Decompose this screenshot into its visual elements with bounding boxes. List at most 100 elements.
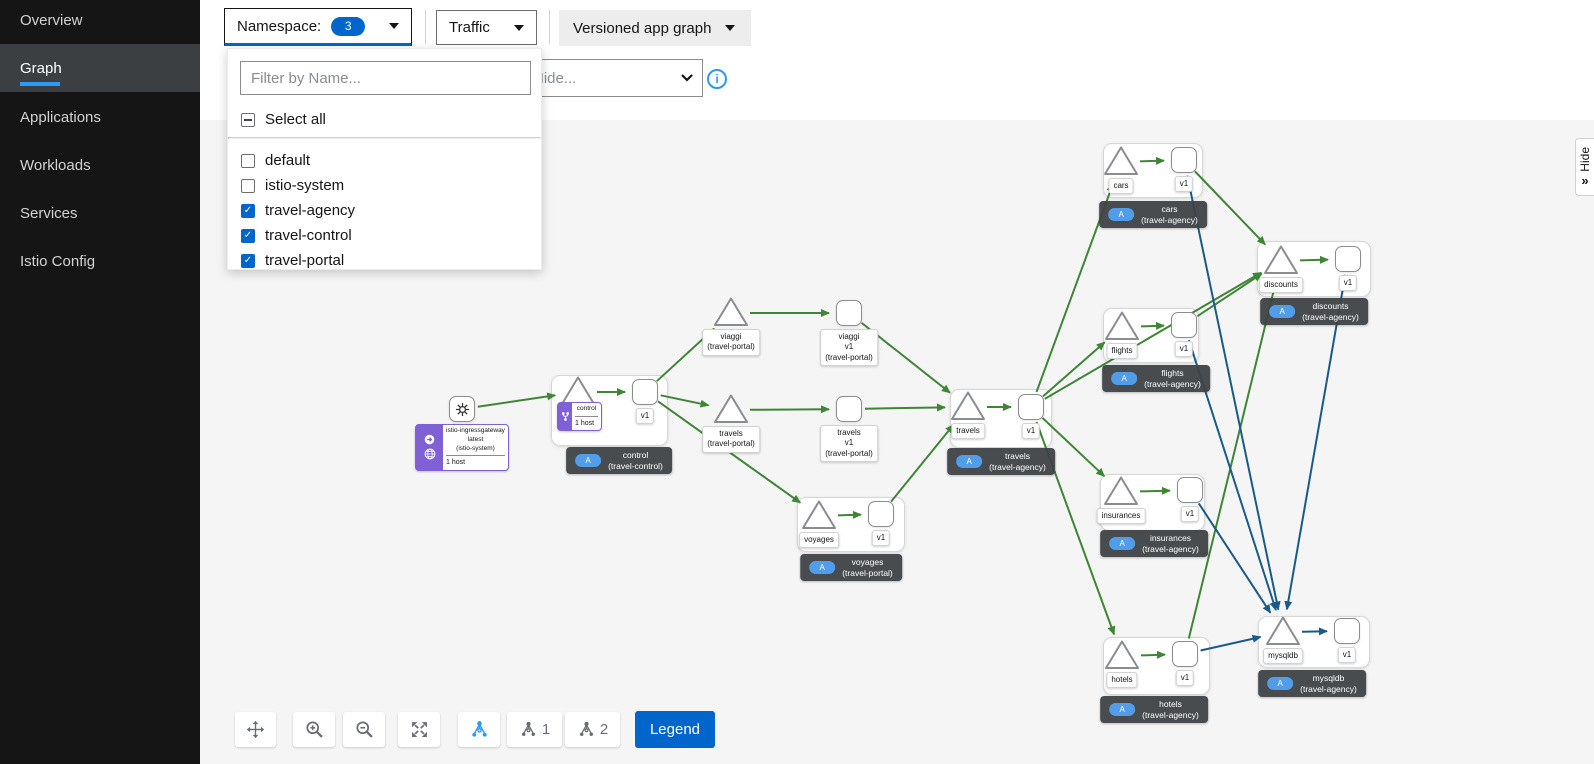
summary-panel-hide-tab[interactable]: Hide » [1575, 138, 1594, 196]
graph-node-travels-agency-v1[interactable] [1018, 394, 1044, 420]
select-all-option[interactable]: Select all [228, 105, 541, 137]
info-icon[interactable]: i [707, 69, 727, 89]
graph-edge-http[interactable] [477, 392, 557, 408]
graph-node-travels-portal-app[interactable] [713, 393, 749, 430]
checked-checkbox-icon[interactable]: ✓ [241, 253, 255, 268]
branch-icon [561, 412, 569, 421]
sidebar-item-workloads[interactable]: Workloads [20, 156, 91, 174]
graph-node-viaggi-v1[interactable] [836, 300, 862, 326]
app-badge: A [956, 455, 983, 469]
graph-edge-http[interactable] [1044, 271, 1262, 400]
toolbar-separator [549, 10, 550, 44]
graph-node-control-v1[interactable] [632, 379, 658, 405]
graph-node-cars-v1[interactable] [1171, 147, 1197, 173]
graph-node-flights-v1[interactable] [1171, 312, 1197, 338]
hide-input[interactable]: Hide... [520, 59, 703, 97]
fit-to-screen-button[interactable] [398, 712, 440, 747]
namespace-filter-input[interactable] [240, 61, 531, 95]
graph-type-dropdown-toggle[interactable]: Versioned app graph [559, 10, 751, 46]
graph-node-voyages-app[interactable] [801, 499, 837, 536]
graph-node-travels-portal-v1[interactable] [836, 396, 862, 422]
graph-node-voyages-v1[interactable] [868, 501, 894, 527]
pan-icon [246, 720, 265, 739]
graph-node-hotels-v1[interactable] [1172, 641, 1198, 667]
graph-edge-http[interactable] [1139, 486, 1171, 495]
pan-button[interactable] [235, 712, 276, 747]
zoom-in-icon [305, 721, 323, 738]
graph-edge-http[interactable] [1194, 170, 1266, 246]
graph-node-hotels-app[interactable] [1104, 639, 1140, 676]
graph-node-insurances-v1[interactable] [1177, 477, 1203, 503]
sidebar-item-istio-config[interactable]: Istio Config [20, 252, 96, 270]
graph-edge-http[interactable] [864, 403, 946, 412]
namespace-option-istio-system[interactable]: istio-system [228, 173, 541, 198]
traffic-dropdown-toggle[interactable]: Traffic [436, 10, 537, 45]
indeterminate-checkbox-icon[interactable] [241, 112, 255, 127]
graph-node-insurances-app[interactable] [1103, 475, 1139, 512]
namespace-option-travel-control[interactable]: ✓travel-control [228, 223, 541, 248]
graph-edge-http[interactable] [1140, 650, 1166, 659]
layout-1-button[interactable]: 1 [507, 712, 562, 747]
checked-checkbox-icon[interactable]: ✓ [241, 228, 255, 243]
sidebar-item-services[interactable]: Services [20, 204, 78, 222]
graph-layout-icon [579, 721, 593, 736]
unchecked-checkbox-icon[interactable] [241, 178, 255, 193]
hide-tab-label: Hide [1578, 147, 1592, 172]
legend-button[interactable]: Legend [635, 711, 715, 748]
graph-node-viaggi-app[interactable] [713, 296, 749, 333]
namespace-option-label: istio-system [265, 177, 345, 194]
namespace-option-default[interactable]: default [228, 148, 541, 173]
graph-edge-tcp[interactable] [1186, 175, 1281, 611]
graph-node-flights-app[interactable] [1104, 310, 1140, 347]
graph-edge-tcp[interactable] [1197, 502, 1272, 614]
sidebar-item-applications[interactable]: Applications [20, 108, 101, 126]
graph-edge-tcp[interactable] [1200, 634, 1262, 652]
graph-edge-http[interactable] [1041, 417, 1106, 477]
graph-edge-http[interactable] [660, 394, 710, 408]
graph-layout-icon [471, 721, 487, 737]
graph-node-travels-agency-app[interactable] [950, 390, 986, 427]
chevron-down-icon[interactable] [672, 60, 702, 96]
namespace-dropdown-toggle[interactable]: Namespace: 3 [224, 8, 412, 46]
graph-node-discounts-v1[interactable] [1335, 246, 1361, 272]
graph-edge-http[interactable] [1042, 341, 1106, 398]
sidebar-item-overview[interactable]: Overview [20, 11, 83, 29]
graph-edge-http[interactable] [837, 510, 862, 519]
graph-node-mysqldb-v1[interactable] [1334, 618, 1360, 644]
graph-edge-http[interactable] [1299, 255, 1329, 264]
node-label-voyages-app: voyages [799, 532, 839, 549]
zoom-out-button[interactable] [343, 712, 385, 747]
node-label-flights-v1: v1 [1174, 341, 1194, 358]
graph-node-mysqldb-app[interactable] [1265, 615, 1301, 652]
graph-edge-http[interactable] [1196, 272, 1263, 318]
graph-node-istio-ingressgateway[interactable] [449, 396, 475, 422]
node-label-hotels-app: hotels [1106, 672, 1138, 689]
graph-node-cars-app[interactable] [1103, 145, 1139, 182]
gateway-icon [455, 402, 469, 416]
checked-checkbox-icon[interactable]: ✓ [241, 203, 255, 218]
layout-2-button[interactable]: 2 [565, 712, 620, 747]
node-label-cars-v1: v1 [1174, 176, 1194, 193]
namespace-option-label: travel-agency [265, 202, 356, 219]
node-label-discounts-v1: v1 [1338, 275, 1358, 292]
graph-edge-http[interactable] [1187, 282, 1278, 639]
graph-edge-http[interactable] [1139, 156, 1165, 165]
expand-icon [411, 722, 427, 737]
sidebar-item-graph[interactable]: Graph [0, 44, 200, 92]
graph-edge-http[interactable] [1140, 321, 1165, 330]
namespace-label: Namespace: [237, 17, 322, 35]
graph-node-discounts-app[interactable] [1263, 244, 1299, 281]
graph-edge-http[interactable] [890, 424, 955, 503]
namespace-option-travel-agency[interactable]: ✓ travel-agency [228, 198, 541, 223]
graph-edge-http[interactable] [749, 405, 830, 414]
layout-default-button[interactable] [458, 712, 500, 747]
namespace-option-travel-portal[interactable]: ✓travel-portal [228, 248, 541, 273]
graph-edge-tcp[interactable] [1284, 274, 1347, 611]
zoom-in-button[interactable] [293, 712, 335, 747]
unchecked-checkbox-icon[interactable] [241, 153, 255, 168]
